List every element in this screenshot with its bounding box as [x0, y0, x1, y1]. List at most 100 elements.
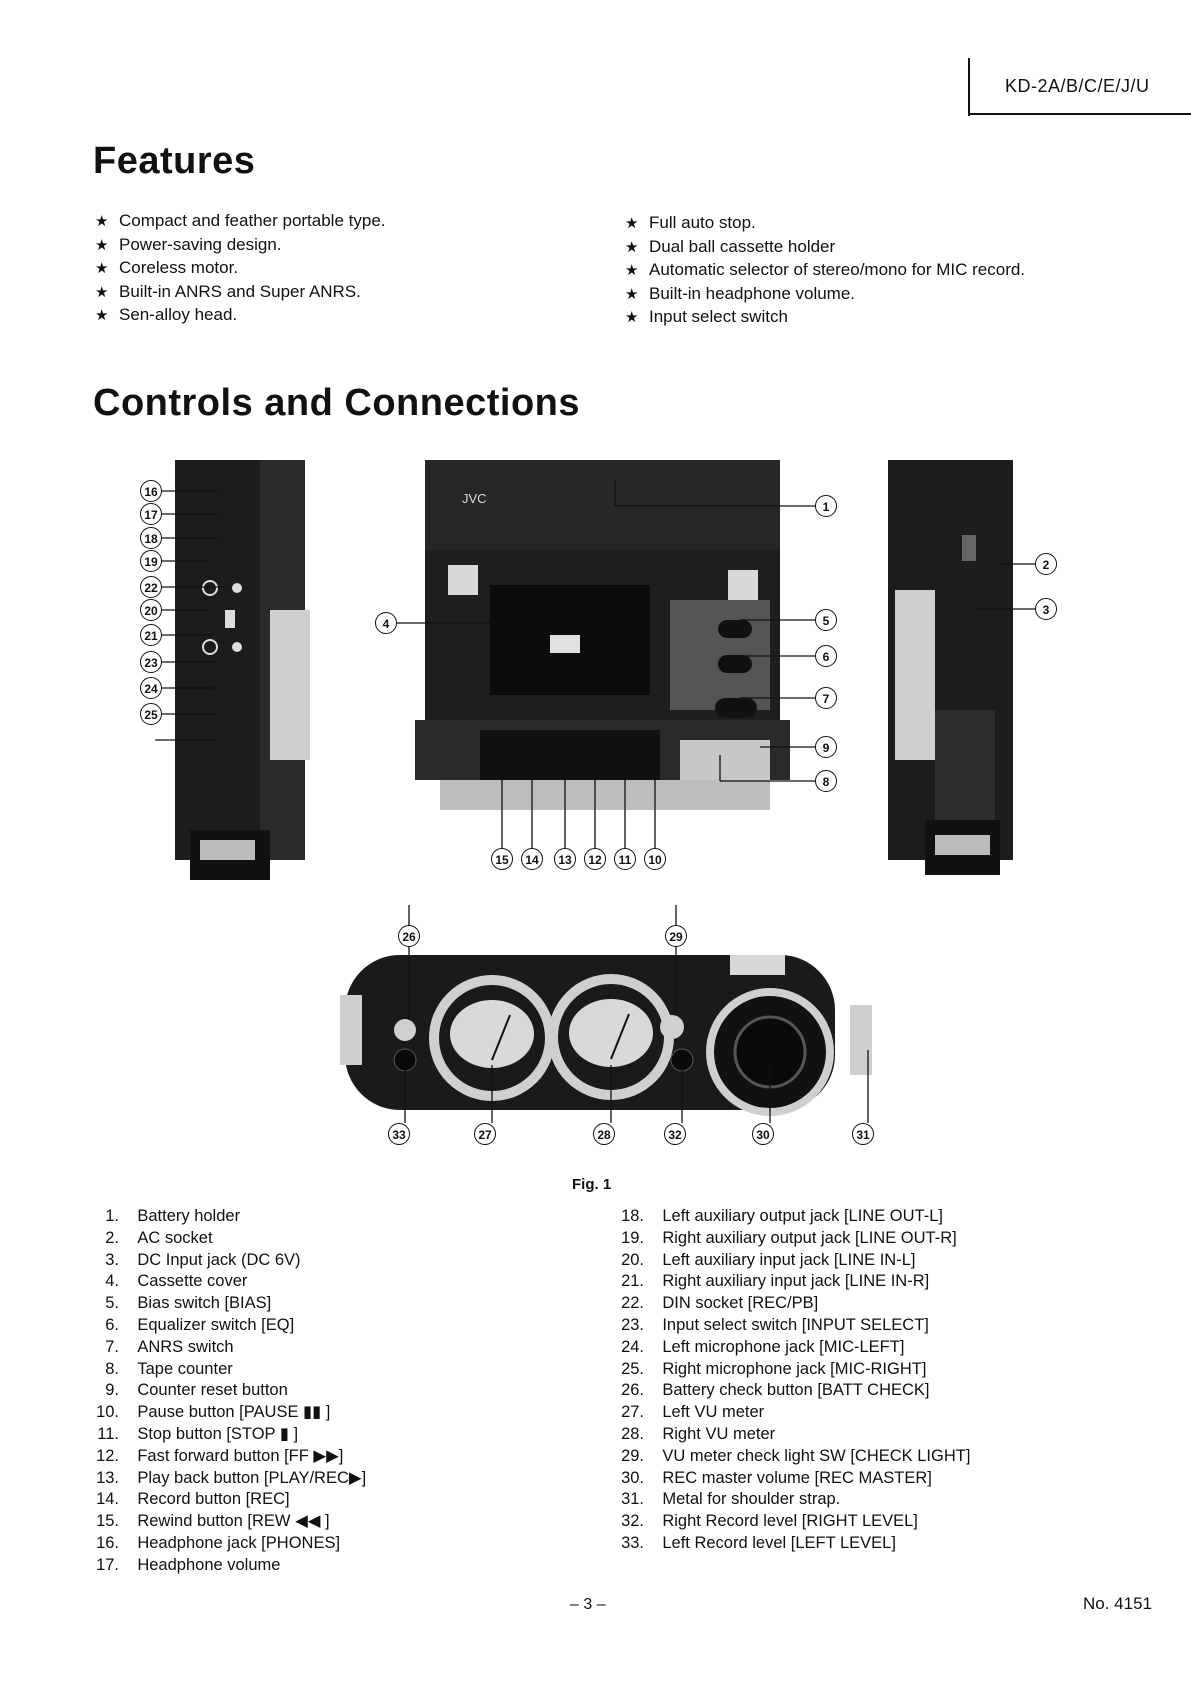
list-item: 27. Left VU meter: [621, 1403, 765, 1422]
callout-21: 21: [140, 624, 162, 646]
callout-11: 11: [614, 848, 636, 870]
callout-25: 25: [140, 703, 162, 725]
callout-26: 26: [398, 925, 420, 947]
list-item: 22. DIN socket [REC/PB]: [621, 1294, 819, 1313]
callout-14: 14: [521, 848, 543, 870]
list-item: 20. Left auxiliary input jack [LINE IN-L…: [621, 1250, 916, 1269]
callout-9: 9: [815, 736, 837, 758]
list-item: 17. Headphone volume: [96, 1555, 281, 1574]
list-item: 26. Battery check button [BATT CHECK]: [621, 1381, 930, 1400]
callout-23: 23: [140, 651, 162, 673]
callout-27: 27: [474, 1123, 496, 1145]
list-item: 15. Rewind button [REW ◀◀ ]: [96, 1512, 330, 1531]
list-item: 18. Left auxiliary output jack [LINE OUT…: [621, 1207, 943, 1225]
list-item: 3. DC Input jack (DC 6V): [105, 1250, 301, 1269]
callout-15: 15: [491, 848, 513, 870]
top-front-view: JVC: [415, 460, 790, 810]
callout-28: 28: [593, 1123, 615, 1145]
list-item: 24. Left microphone jack [MIC-LEFT]: [621, 1337, 905, 1356]
star-icon: ★: [95, 236, 109, 254]
list-item: 14. Record button [REC]: [96, 1490, 290, 1509]
star-icon: ★: [95, 213, 109, 230]
callout-18: 18: [140, 527, 162, 549]
star-icon: ★: [95, 283, 109, 301]
callout-22: 22: [140, 576, 162, 598]
star-icon: ★: [625, 238, 639, 256]
figure-1: JVC: [155, 460, 1035, 1123]
parts-list-left: 1. Battery holder 2. AC socket 3. DC Inp…: [95, 1206, 366, 1577]
callout-1: 1: [815, 495, 837, 517]
callout-29: 29: [665, 925, 687, 947]
list-item: 28. Right VU meter: [621, 1424, 776, 1443]
parts-list-right: 18. Left auxiliary output jack [LINE OUT…: [618, 1206, 970, 1555]
header-rule-horizontal: [968, 113, 1191, 115]
list-item: 16. Headphone jack [PHONES]: [96, 1533, 341, 1552]
list-item: 9. Counter reset button: [105, 1381, 288, 1400]
callout-32: 32: [664, 1123, 686, 1145]
callout-12: 12: [584, 848, 606, 870]
brand-label: JVC: [462, 491, 487, 506]
features-list-right: ★Full auto stop. ★Dual ball cassette hol…: [625, 212, 1025, 330]
header-rule-vertical: [968, 58, 970, 116]
callout-33: 33: [388, 1123, 410, 1145]
list-item: 31. Metal for shoulder strap.: [621, 1490, 841, 1509]
callout-6: 6: [815, 645, 837, 667]
feature-item: ★Input select switch: [625, 306, 1025, 330]
list-item: 7. ANRS switch: [105, 1337, 234, 1356]
callout-17: 17: [140, 503, 162, 525]
feature-item: ★Coreless motor.: [95, 257, 386, 281]
list-item: 6. Equalizer switch [EQ]: [105, 1315, 295, 1334]
list-item: 4. Cassette cover: [105, 1272, 248, 1291]
meter-panel-view: [340, 955, 872, 1116]
callout-7: 7: [815, 687, 837, 709]
list-item: 19. Right auxiliary output jack [LINE OU…: [621, 1228, 957, 1247]
figure-caption: Fig. 1: [572, 1176, 612, 1193]
list-item: 21. Right auxiliary input jack [LINE IN-…: [621, 1272, 930, 1291]
callout-31: 31: [852, 1123, 874, 1145]
leader-lines: [155, 480, 1035, 1123]
callout-8: 8: [815, 770, 837, 792]
callout-5: 5: [815, 609, 837, 631]
list-item: 10. Pause button [PAUSE ▮▮ ]: [96, 1403, 331, 1422]
callout-13: 13: [554, 848, 576, 870]
list-item: 25. Right microphone jack [MIC-RIGHT]: [621, 1359, 927, 1378]
list-item: 13. Play back button [PLAY/REC▶]: [96, 1468, 367, 1487]
list-item: 8. Tape counter: [105, 1359, 233, 1378]
star-icon: ★: [625, 215, 639, 232]
feature-item: ★Sen-alloy head.: [95, 304, 386, 328]
callout-3: 3: [1035, 598, 1057, 620]
feature-item: ★Built-in headphone volume.: [625, 283, 1025, 307]
list-item: 23. Input select switch [INPUT SELECT]: [621, 1315, 929, 1334]
model-number: KD-2A/B/C/E/J/U: [1005, 76, 1150, 96]
star-icon: ★: [625, 285, 639, 303]
feature-item: ★Full auto stop.: [625, 212, 1025, 236]
feature-item: ★Compact and feather portable type.: [95, 210, 386, 234]
feature-item: ★Built-in ANRS and Super ANRS.: [95, 281, 386, 305]
list-item: 32. Right Record level [RIGHT LEVEL]: [621, 1512, 918, 1531]
features-title: Features: [93, 140, 256, 182]
list-item: 29. VU meter check light SW [CHECK LIGHT…: [621, 1446, 971, 1465]
list-item: 33. Left Record level [LEFT LEVEL]: [621, 1533, 896, 1552]
list-item: 5. Bias switch [BIAS]: [105, 1294, 272, 1313]
list-item: 2. AC socket: [105, 1228, 213, 1247]
callout-16: 16: [140, 480, 162, 502]
callout-24: 24: [140, 677, 162, 699]
features-list-left: ★Compact and feather portable type. ★Pow…: [95, 210, 386, 328]
list-item: 30. REC master volume [REC MASTER]: [621, 1468, 932, 1487]
controls-title: Controls and Connections: [93, 382, 580, 424]
star-icon: ★: [95, 307, 109, 324]
callout-2: 2: [1035, 553, 1057, 575]
right-side-view: [888, 460, 1013, 875]
callout-19: 19: [140, 550, 162, 572]
feature-item: ★Automatic selector of stereo/mono for M…: [625, 259, 1025, 283]
callout-4: 4: [375, 612, 397, 634]
star-icon: ★: [95, 260, 109, 277]
page-number: – 3 –: [570, 1596, 606, 1613]
feature-item: ★Dual ball cassette holder: [625, 236, 1025, 260]
callout-20: 20: [140, 599, 162, 621]
list-item: 1. Battery holder: [105, 1207, 241, 1225]
list-item: 12. Fast forward button [FF ▶▶]: [96, 1446, 344, 1465]
star-icon: ★: [625, 262, 639, 279]
feature-item: ★Power-saving design.: [95, 234, 386, 258]
callout-10: 10: [644, 848, 666, 870]
